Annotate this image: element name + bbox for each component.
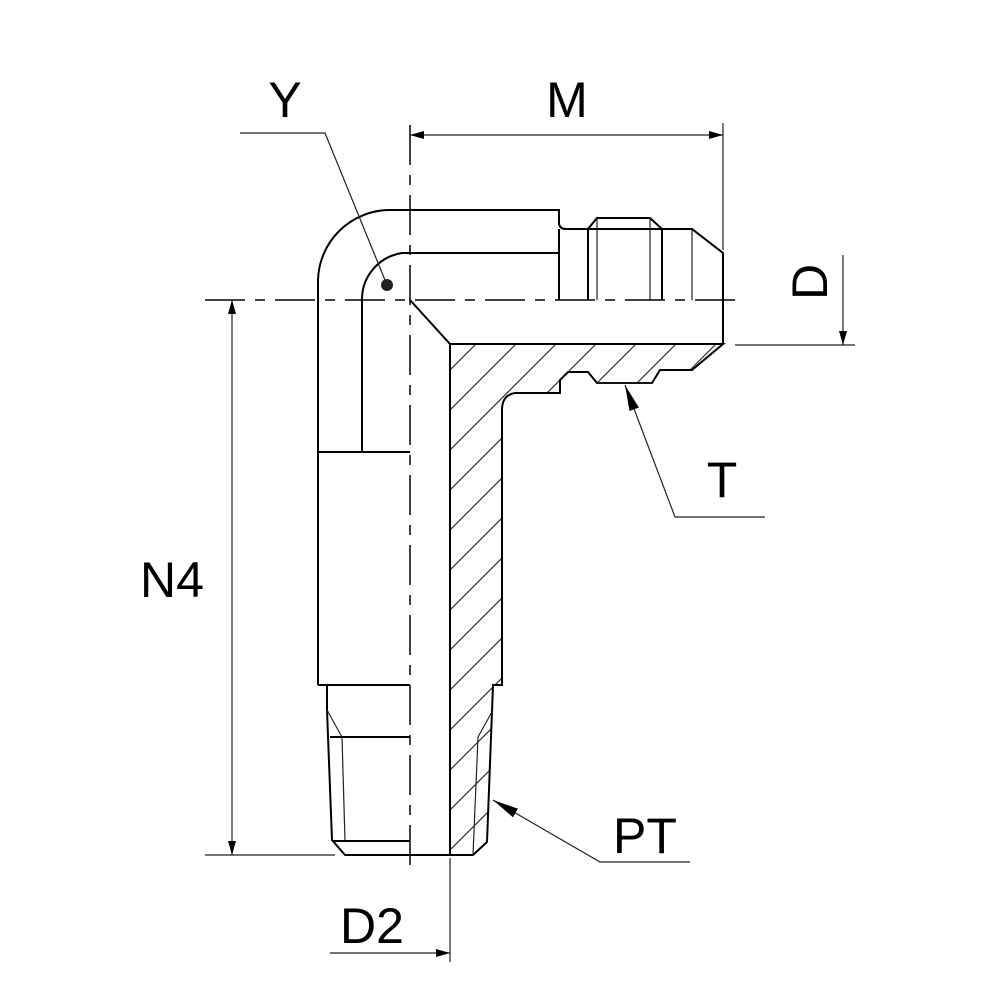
dimension-n4: N4 <box>140 300 335 856</box>
hatch-line <box>450 344 723 855</box>
dimension-d2: D2 <box>330 858 451 962</box>
label-pt: PT <box>613 808 677 864</box>
hatch-line <box>450 344 723 855</box>
hatch-line <box>450 344 723 855</box>
flare-end <box>587 217 724 384</box>
leader-pt: PT <box>492 799 690 864</box>
label-t: T <box>707 452 738 508</box>
hatch-line <box>499 344 723 855</box>
hatch-line <box>539 344 723 855</box>
label-d2: D2 <box>340 898 404 954</box>
hatch-line <box>450 344 723 855</box>
label-n4: N4 <box>140 552 204 608</box>
hatch-line <box>450 344 723 855</box>
label-y: Y <box>268 72 301 128</box>
pipe-thread-end <box>318 684 494 856</box>
hatch-line <box>450 344 701 855</box>
dimension-m: M <box>410 72 724 250</box>
hatch-line <box>450 344 723 855</box>
label-m: M <box>546 72 588 128</box>
leader-t: T <box>624 384 765 518</box>
section-outline <box>409 299 726 856</box>
label-d: D <box>782 264 838 300</box>
y-marker: Y <box>240 72 393 291</box>
elbow-body <box>317 209 588 685</box>
hatch-line <box>619 344 723 855</box>
dimension-d: D <box>735 255 855 346</box>
hatch-line <box>450 344 723 855</box>
hatch-line <box>450 344 723 855</box>
